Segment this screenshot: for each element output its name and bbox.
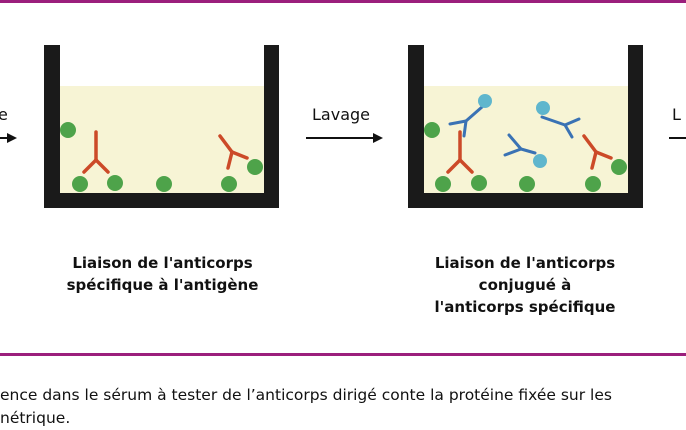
specific-antibody: [446, 130, 474, 174]
footnote-line: nétrique.: [0, 409, 71, 427]
antigen: [156, 176, 172, 192]
caption-line: spécifique à l'antigène: [66, 276, 259, 294]
enzyme: [478, 94, 492, 108]
well-1: [44, 45, 279, 208]
antigen: [72, 176, 88, 192]
footnote-line: ence dans le sérum à tester de l’anticor…: [0, 386, 612, 404]
caption-line: conjugué à: [478, 276, 572, 294]
bottom-rule: [0, 353, 686, 356]
antigen: [435, 176, 451, 192]
specific-antibody: [218, 134, 249, 170]
well-liquid: [424, 86, 628, 193]
antigen: [424, 122, 440, 138]
specific-antibody: [82, 130, 110, 174]
conjugated-antibody: [540, 115, 581, 139]
top-rule: [0, 0, 686, 3]
step-label-left: e: [0, 105, 8, 124]
panel-1-contents: [60, 122, 263, 192]
elisa-diagram: [0, 45, 686, 208]
antigen: [247, 159, 263, 175]
antigen: [585, 176, 601, 192]
well-2: [408, 45, 643, 208]
caption-line: Liaison de l'anticorps: [72, 254, 253, 272]
conjugated-antibody: [503, 133, 537, 157]
enzyme: [536, 101, 550, 115]
conjugated-antibody: [448, 105, 484, 138]
step-label-lavage: Lavage: [312, 105, 370, 124]
antigen: [60, 122, 76, 138]
caption-line: l'anticorps spécifique: [434, 298, 616, 316]
panel-1-caption: Liaison de l'anticorps spécifique à l'an…: [40, 252, 285, 296]
specific-antibody: [582, 134, 613, 170]
antigen: [221, 176, 237, 192]
footnote: ence dans le sérum à tester de l’anticor…: [0, 384, 612, 430]
step-label-right: L: [672, 105, 681, 124]
enzyme: [533, 154, 547, 168]
antigen: [471, 175, 487, 191]
caption-line: Liaison de l'anticorps: [434, 254, 616, 272]
antigen: [519, 176, 535, 192]
antigen: [107, 175, 123, 191]
well-liquid: [60, 86, 264, 193]
panel-2-contents: [424, 94, 627, 192]
panel-2-caption: Liaison de l'anticorps conjugué à l'anti…: [400, 252, 650, 318]
antigen: [611, 159, 627, 175]
